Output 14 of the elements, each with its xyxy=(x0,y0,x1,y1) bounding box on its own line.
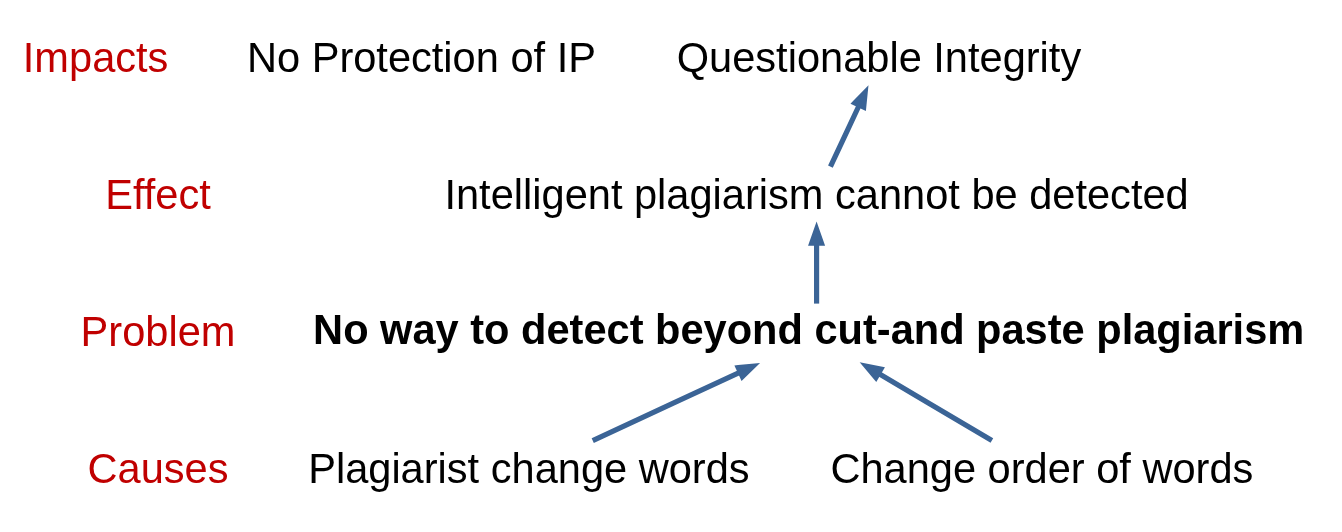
label: Causes xyxy=(87,444,229,492)
node-text: No Protection of IP xyxy=(246,33,596,81)
node-text: Intelligent plagiarism cannot be detected xyxy=(444,170,1189,218)
node-text: Plagiarist change words xyxy=(308,444,750,492)
label: Problem xyxy=(80,307,236,355)
arrow xyxy=(591,362,761,443)
node-text: Change order of words xyxy=(830,444,1254,492)
arrow xyxy=(859,361,994,443)
node-text: No way to detect beyond cut-and paste plagiarism xyxy=(313,305,1305,353)
arrow xyxy=(828,84,869,168)
arrow xyxy=(808,220,826,304)
node-text: Questionable Integrity xyxy=(676,33,1082,81)
label: Effect xyxy=(105,170,211,218)
label: Impacts xyxy=(22,33,169,81)
